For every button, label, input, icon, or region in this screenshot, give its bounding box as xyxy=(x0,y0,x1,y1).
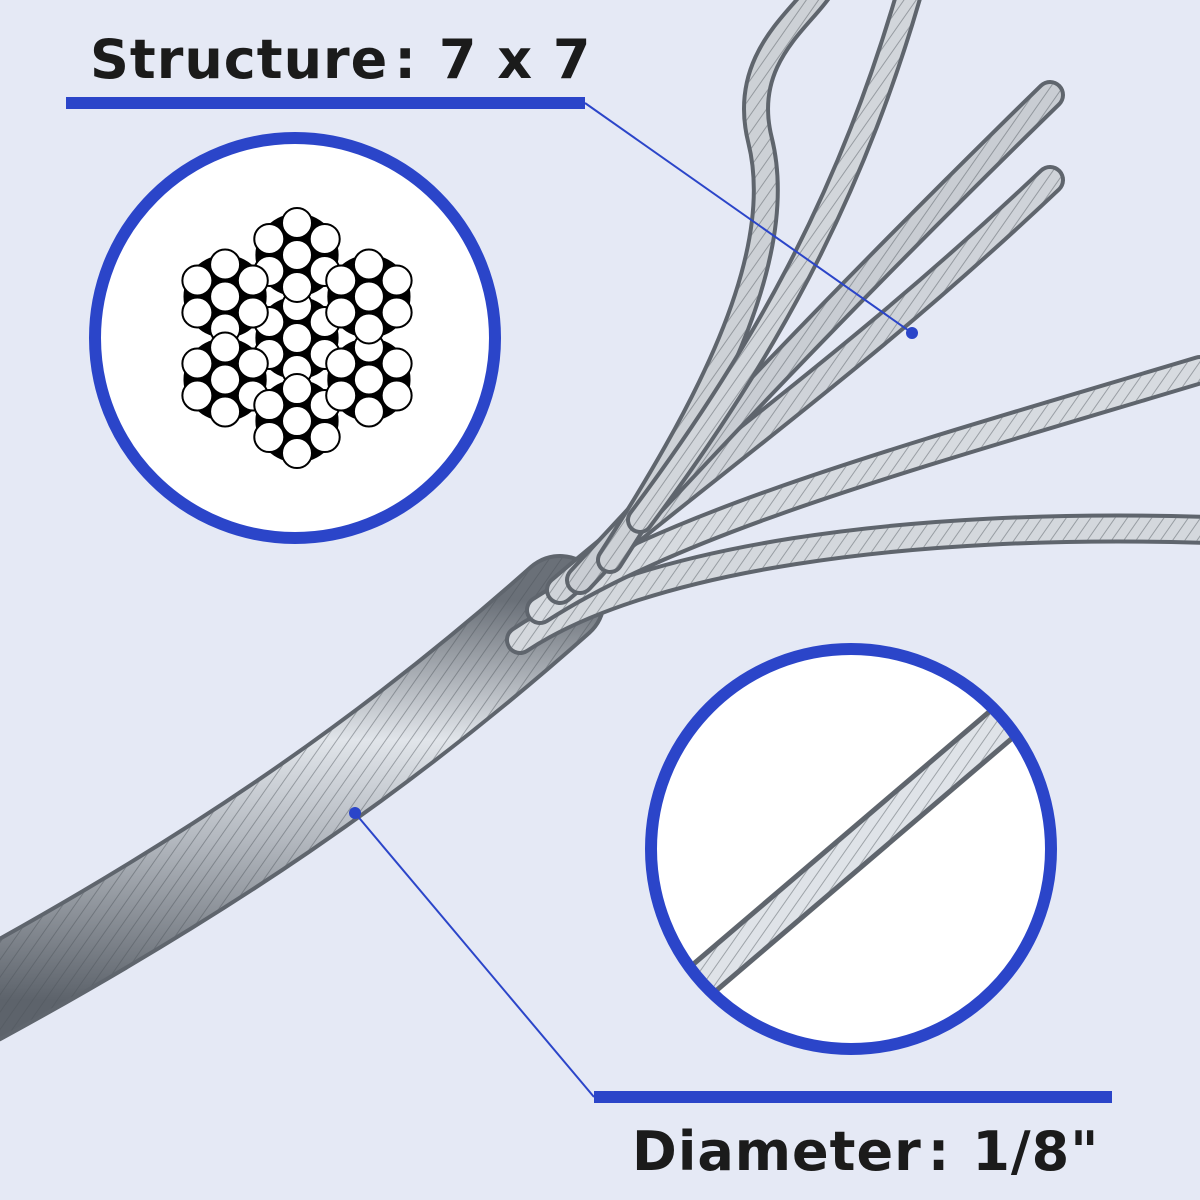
strand-6 xyxy=(626,0,922,534)
diameter-separator: : xyxy=(927,1120,951,1183)
wire-circle xyxy=(253,222,286,255)
wire-rope-cross-section-7x7-icon xyxy=(181,206,413,470)
wire-circle xyxy=(380,264,413,297)
wire-circle xyxy=(181,264,214,297)
structure-leader xyxy=(66,97,918,339)
wire-circle xyxy=(236,296,269,329)
wire-circle xyxy=(352,363,385,396)
diameter-value: 1/8" xyxy=(972,1120,1100,1183)
wire-rope-cable xyxy=(0,0,1200,1042)
cable-trunk xyxy=(0,554,606,1042)
diameter-spec-label: Diameter:1/8" xyxy=(632,1120,1099,1183)
wire-circle xyxy=(209,363,242,396)
wire-circle xyxy=(181,347,214,380)
wire-circle xyxy=(352,395,385,428)
structure-spec-label: Structure:7 x 7 xyxy=(90,28,592,91)
wire-circle xyxy=(325,296,358,329)
wire-circle xyxy=(281,238,313,271)
wire-circle xyxy=(281,322,313,354)
wire-circle xyxy=(281,270,313,303)
cross-section-callout xyxy=(89,132,501,544)
wire-circle xyxy=(236,347,269,380)
wire-circle xyxy=(380,296,413,329)
wire-circle xyxy=(209,248,242,281)
cable-closeup-icon xyxy=(677,684,1043,1006)
wire-circle xyxy=(281,405,313,438)
wire-circle xyxy=(325,347,358,380)
structure-value: 7 x 7 xyxy=(438,28,592,91)
wire-circle xyxy=(352,248,385,281)
wire-circle xyxy=(281,373,313,406)
wire-circle xyxy=(308,222,341,255)
wire-circle xyxy=(181,379,214,412)
wire-circle xyxy=(325,379,358,412)
wire-circle xyxy=(281,437,313,470)
wire-circle xyxy=(380,347,413,380)
closeup-callout xyxy=(645,643,1057,1055)
wire-circle xyxy=(380,379,413,412)
wire-circle xyxy=(253,389,286,422)
wire-circle xyxy=(209,280,242,313)
strand-1 xyxy=(505,513,1200,655)
wire-circle xyxy=(253,421,286,454)
wire-circle xyxy=(236,264,269,297)
wire-circle xyxy=(308,421,341,454)
wire-circle xyxy=(209,331,242,364)
structure-separator: : xyxy=(394,28,417,91)
wire-circle xyxy=(209,395,242,428)
structure-key: Structure xyxy=(90,28,389,91)
wire-circle xyxy=(325,264,358,297)
diameter-leader xyxy=(349,807,1112,1103)
wire-circle xyxy=(181,296,214,329)
diameter-key: Diameter xyxy=(632,1120,922,1183)
wire-circle xyxy=(352,312,385,345)
wire-circle xyxy=(281,206,313,239)
wire-circle xyxy=(352,280,385,313)
